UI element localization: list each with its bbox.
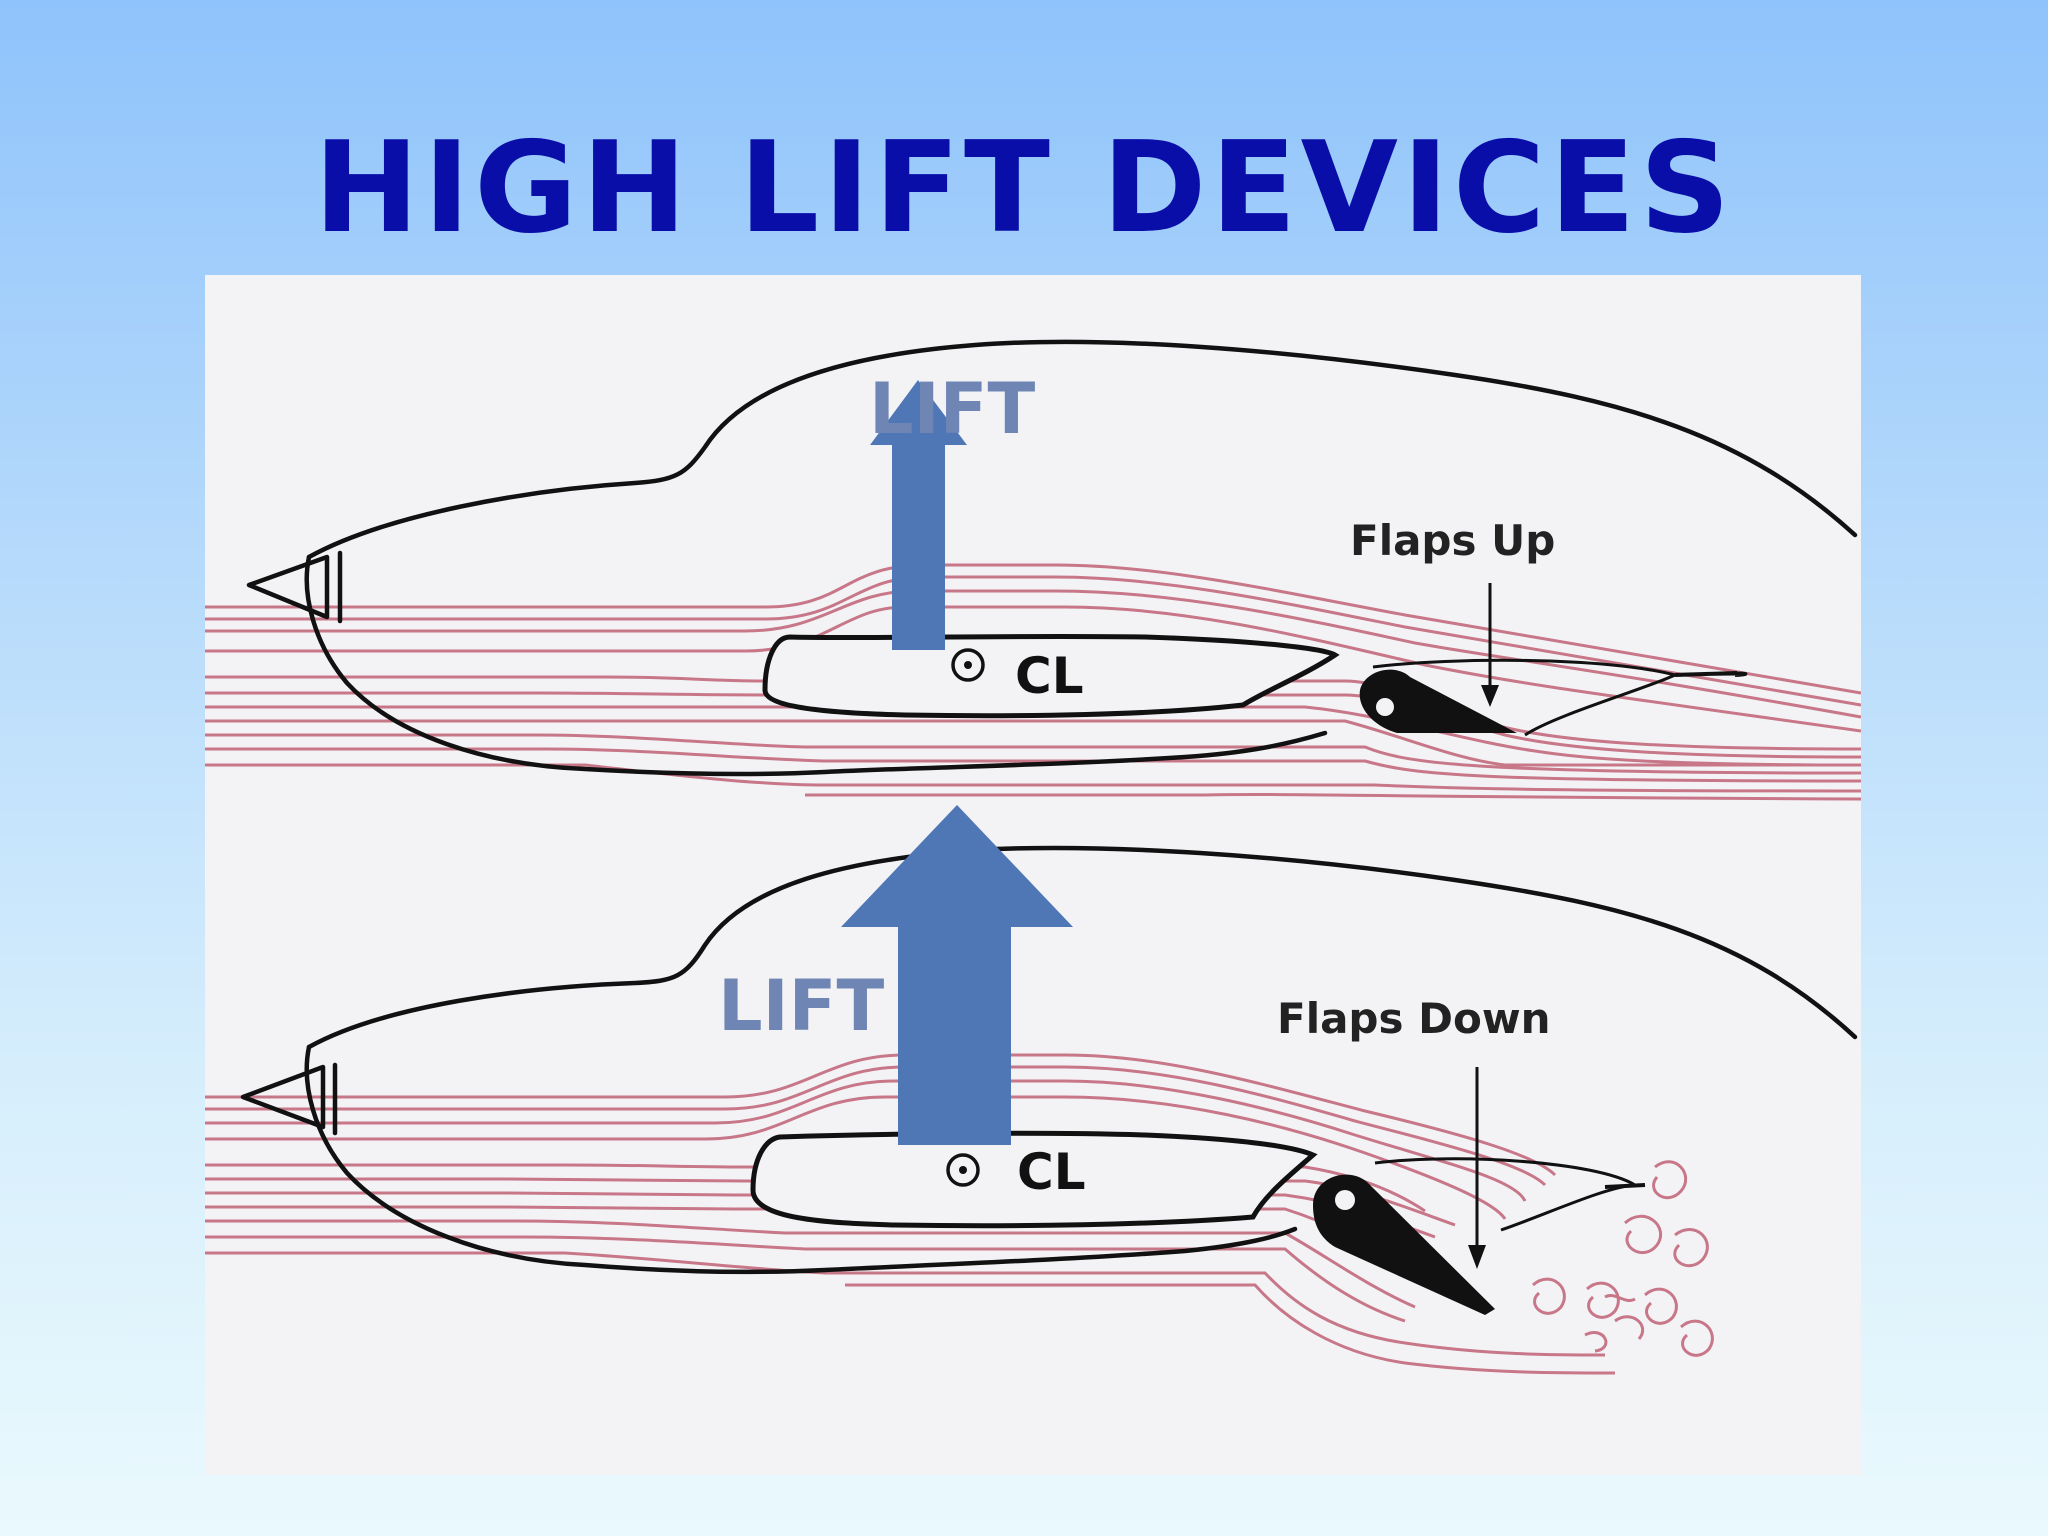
high-lift-diagram: LIFT CL Flaps Up [205,339,1861,1375]
cl-label: CL [1015,647,1084,705]
airflow-streamlines [205,1053,1714,1375]
wing-airfoil [762,633,1340,719]
flap-trailing-line [1604,1183,1646,1189]
flaps-up-label: Flaps Up [1350,516,1555,565]
lift-arrow-small [870,380,967,650]
flap-shroud [1372,658,1680,737]
flap-down [1313,1174,1495,1315]
slide-title: HIGH LIFT DEVICES [313,114,1735,261]
flap-trailing-line [1674,671,1748,677]
flaps-down-diagram: LIFT CL Flaps Down [205,805,1858,1375]
cl-marker [946,1153,980,1187]
wing-airfoil [750,1130,1318,1229]
fuselage-outline [246,339,1858,777]
cl-label: CL [1017,1143,1086,1201]
diagram-panel: LIFT CL Flaps Up [205,275,1861,1475]
flap-shroud [1374,1157,1640,1232]
cl-marker [951,648,985,682]
flap-up [1359,669,1517,733]
flaps-up-diagram: LIFT CL Flaps Up [205,339,1861,801]
flaps-up-pointer-arrow [1481,583,1499,707]
lift-arrow-large [841,805,1073,1145]
flaps-down-label: Flaps Down [1277,994,1551,1043]
lift-label: LIFT [869,368,1035,450]
flaps-down-pointer-arrow [1468,1067,1486,1269]
lift-label: LIFT [718,965,884,1047]
